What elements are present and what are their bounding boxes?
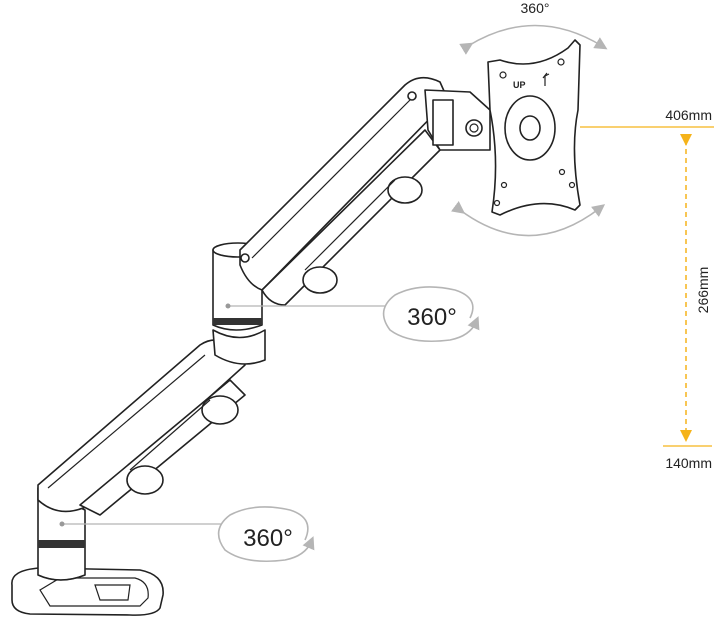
mid-joint-rotation-callout: 360° bbox=[225, 286, 480, 343]
min-height-label: 140mm bbox=[665, 455, 712, 471]
height-dimension: 406mm 266mm 140mm bbox=[580, 107, 714, 471]
mid-joint-rotation-label: 360° bbox=[407, 304, 457, 331]
desk-clamp-base bbox=[11, 567, 164, 616]
up-marking: UP bbox=[513, 80, 526, 90]
base-joint-rotation-label: 360° bbox=[243, 525, 293, 552]
max-height-label: 406mm bbox=[665, 107, 712, 123]
vesa-mount-plate: UP bbox=[487, 39, 581, 216]
upper-arm bbox=[239, 76, 449, 306]
plate-rotation-indicator: 360° bbox=[451, 0, 608, 237]
lower-arm bbox=[37, 339, 246, 516]
plate-rotation-label: 360° bbox=[521, 0, 550, 16]
base-joint-rotation-callout: 360° bbox=[59, 506, 315, 563]
height-range-label: 266mm bbox=[695, 267, 711, 314]
tilt-head bbox=[424, 89, 491, 151]
